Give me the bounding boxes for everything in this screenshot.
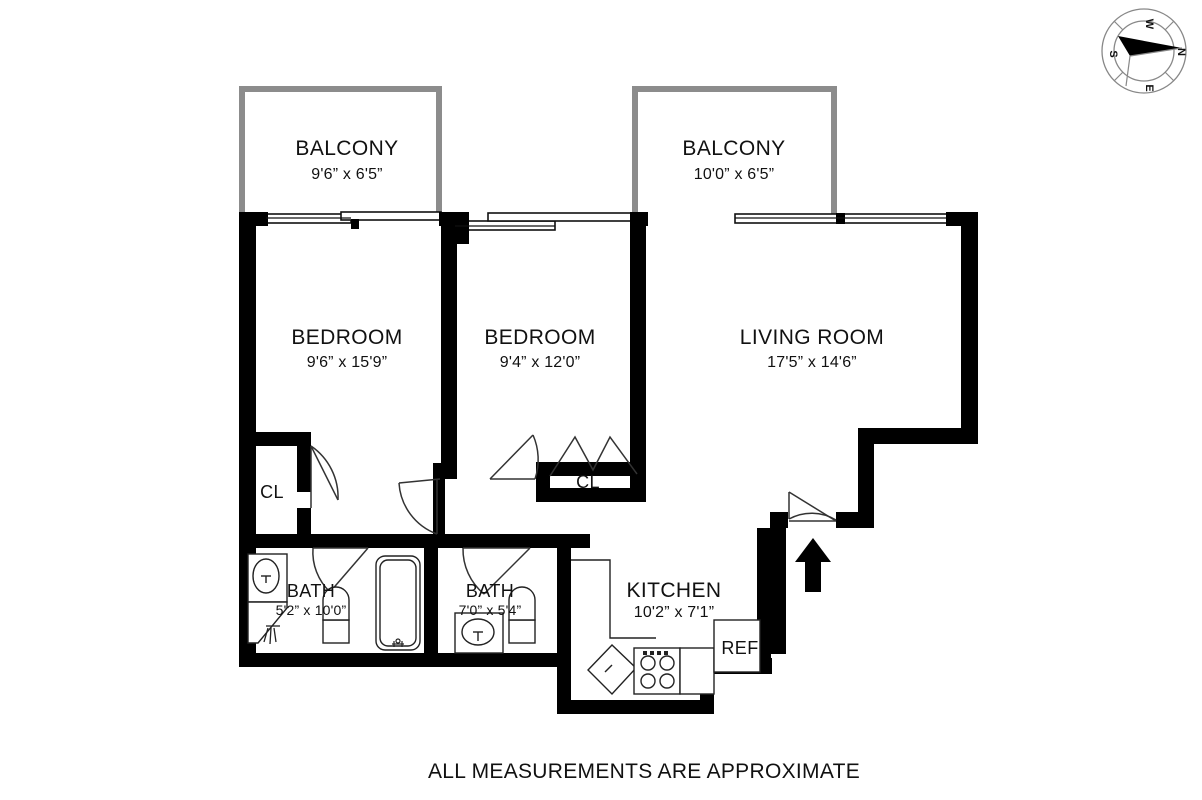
- compass-south-label: S: [1107, 50, 1119, 57]
- bedroom-left-dims: 9'6” x 15'9”: [307, 354, 388, 371]
- entry-direction-arrow: [795, 538, 831, 592]
- balcony-right-dims: 10'0” x 6'5”: [694, 166, 775, 183]
- bath-left-fixtures: [247, 553, 421, 651]
- bath-right-dims: 7'0” x 5'4”: [459, 602, 522, 618]
- balcony-right-name: BALCONY: [682, 137, 785, 160]
- bath-right-fixtures: [454, 586, 536, 654]
- balcony-left-dims: 9'6” x 6'5”: [311, 166, 382, 183]
- compass-east-label: E: [1143, 84, 1155, 91]
- measurements-disclaimer: ALL MEASUREMENTS ARE APPROXIMATE: [428, 760, 860, 783]
- compass-north-label: N: [1175, 48, 1187, 56]
- compass-west-label: W: [1143, 19, 1155, 30]
- compass-rose: N S W E: [1101, 8, 1187, 94]
- kitchen-fixtures: [571, 559, 761, 696]
- bath-left-dims: 5'2” x 10'0”: [276, 602, 347, 618]
- balcony-left-railing: [239, 86, 442, 216]
- balcony-left-name: BALCONY: [295, 137, 398, 160]
- refrigerator-label: REF: [721, 638, 758, 658]
- living-room-dims: 17'5” x 14'6”: [767, 354, 857, 371]
- closet-left-label: CL: [260, 482, 284, 502]
- bedroom-middle-dims: 9'4” x 12'0”: [500, 354, 581, 371]
- door-swings: [310, 434, 837, 595]
- living-room-name: LIVING ROOM: [740, 326, 884, 349]
- balcony-right-railing: [632, 86, 837, 216]
- balcony-sill-lines: [266, 217, 946, 227]
- bedroom-middle-name: BEDROOM: [484, 326, 595, 349]
- kitchen-name: KITCHEN: [627, 579, 722, 602]
- closet-right-label: CL: [576, 472, 600, 492]
- bedroom-left-name: BEDROOM: [291, 326, 402, 349]
- bath-left-name: BATH: [287, 581, 335, 601]
- kitchen-dims: 10'2” x 7'1”: [634, 604, 715, 621]
- bath-right-name: BATH: [466, 581, 514, 601]
